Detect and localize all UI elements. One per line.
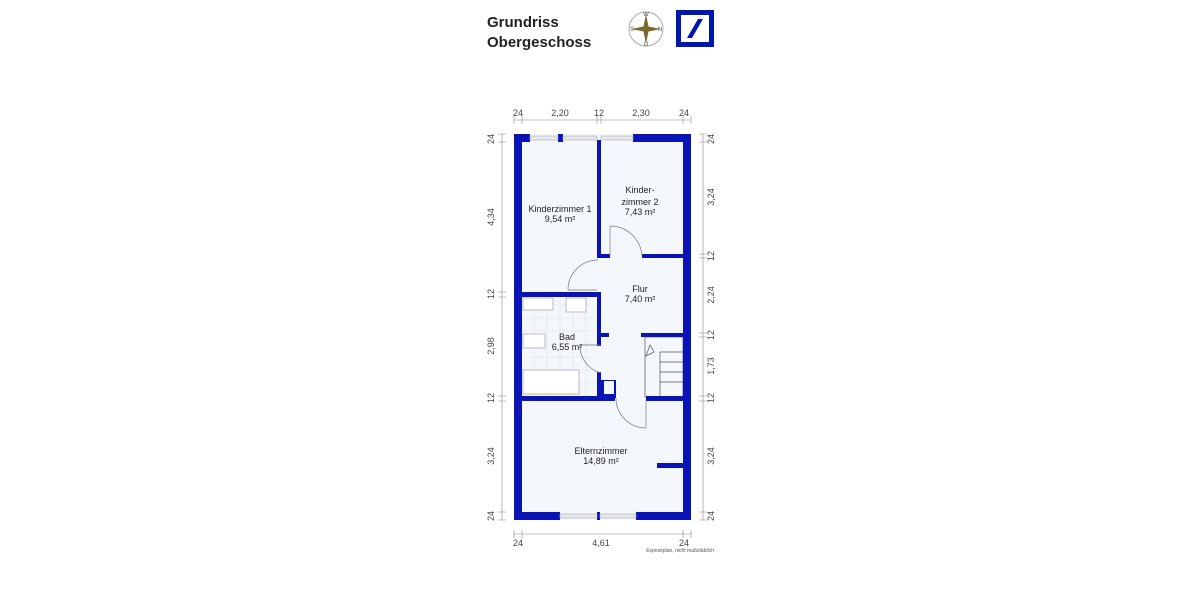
- svg-text:4,61: 4,61: [592, 538, 610, 548]
- svg-text:12: 12: [706, 251, 716, 261]
- sink: [565, 297, 587, 313]
- svg-text:S: S: [630, 27, 634, 33]
- bank-logo: [676, 10, 714, 47]
- svg-text:W: W: [643, 12, 649, 18]
- svg-text:Elternzimmer: Elternzimmer: [574, 446, 627, 456]
- svg-text:14,89 m²: 14,89 m²: [583, 456, 619, 466]
- svg-text:3,24: 3,24: [486, 447, 496, 465]
- dimension-lines: [498, 116, 707, 538]
- toilet: [522, 333, 546, 349]
- svg-text:7,40 m²: 7,40 m²: [625, 294, 656, 304]
- windows: [529, 135, 637, 519]
- doors: [567, 225, 647, 429]
- svg-text:4,34: 4,34: [486, 208, 496, 226]
- svg-text:24: 24: [706, 134, 716, 144]
- svg-text:Flur: Flur: [632, 284, 648, 294]
- svg-text:24: 24: [486, 511, 496, 521]
- svg-text:7,43 m²: 7,43 m²: [625, 207, 656, 217]
- svg-text:3,24: 3,24: [706, 447, 716, 465]
- svg-text:2,98: 2,98: [486, 337, 496, 355]
- svg-text:24: 24: [679, 108, 689, 118]
- svg-text:24: 24: [706, 511, 716, 521]
- compass-icon: W O N S: [628, 11, 664, 48]
- svg-text:zimmer 2: zimmer 2: [621, 197, 658, 207]
- svg-text:O: O: [644, 42, 649, 48]
- svg-text:24: 24: [513, 538, 523, 548]
- svg-text:12: 12: [706, 393, 716, 403]
- svg-text:12: 12: [706, 330, 716, 340]
- svg-text:1,73: 1,73: [706, 357, 716, 375]
- svg-text:6,55 m²: 6,55 m²: [552, 342, 583, 352]
- svg-text:2,24: 2,24: [706, 286, 716, 304]
- svg-text:2,20: 2,20: [551, 108, 569, 118]
- svg-text:Bad: Bad: [559, 332, 575, 342]
- scale-note: Exposéplan, nicht maßstäblich: [646, 548, 714, 554]
- svg-text:12: 12: [594, 108, 604, 118]
- bath-counter: [522, 297, 554, 311]
- bathtub: [522, 369, 580, 395]
- svg-text:24: 24: [513, 108, 523, 118]
- svg-text:2,30: 2,30: [632, 108, 650, 118]
- svg-text:Kinder-: Kinder-: [625, 185, 654, 195]
- svg-text:Kinderzimmer 1: Kinderzimmer 1: [528, 204, 591, 214]
- svg-text:24: 24: [679, 538, 689, 548]
- svg-text:N: N: [658, 27, 662, 33]
- floor-area: [514, 134, 691, 520]
- svg-text:12: 12: [486, 289, 496, 299]
- svg-text:3,24: 3,24: [706, 188, 716, 206]
- plan-title: Grundriss Obergeschoss: [487, 14, 592, 51]
- svg-text:9,54 m²: 9,54 m²: [545, 214, 576, 224]
- svg-text:24: 24: [486, 134, 496, 144]
- svg-text:12: 12: [486, 393, 496, 403]
- walls: [514, 134, 691, 520]
